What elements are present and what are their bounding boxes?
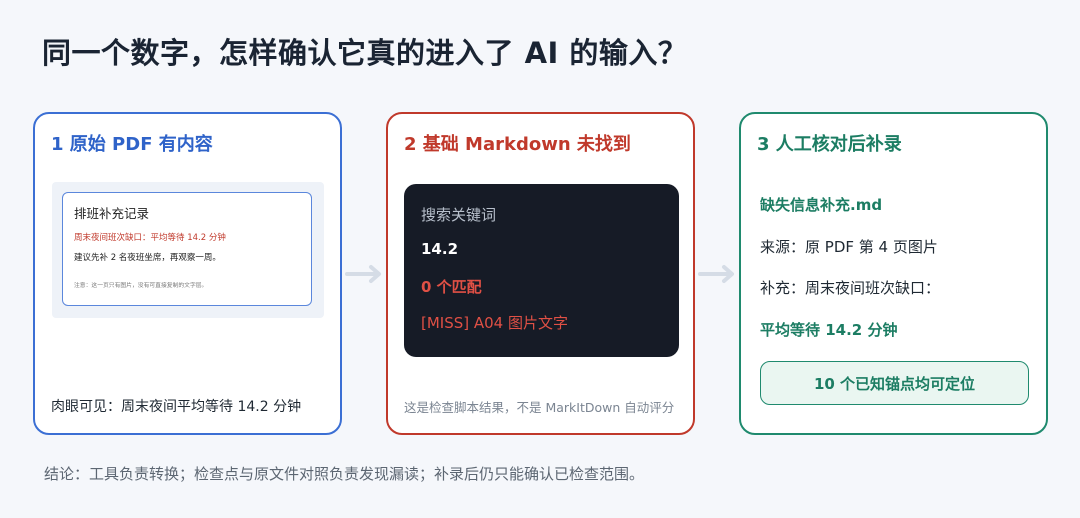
arrow-right-icon <box>698 265 734 283</box>
search-keyword-label: 搜索关键词 <box>421 206 497 224</box>
match-count: 0 个匹配 <box>421 278 482 296</box>
card-title: 3 人工核对后补录 <box>757 134 902 155</box>
card-manual-supplement: 3 人工核对后补录 缺失信息补充.md 来源：原 PDF 第 4 页图片 补充：… <box>739 112 1048 435</box>
pdf-alert-line: 周末夜间班次缺口：平均等待 14.2 分钟 <box>74 233 226 243</box>
card-note: 这是检查脚本结果，不是 MarkItDown 自动评分 <box>404 400 675 415</box>
arrow-right-icon <box>345 265 381 283</box>
card-original-pdf: 1 原始 PDF 有内容 排班补充记录 周末夜间班次缺口：平均等待 14.2 分… <box>33 112 342 435</box>
anchor-status-badge: 10 个已知锚点均可定位 <box>760 361 1029 405</box>
supplement-line: 补充：周末夜间班次缺口： <box>760 279 941 297</box>
pdf-page: 排班补充记录 周末夜间班次缺口：平均等待 14.2 分钟 建议先补 2 名夜班坐… <box>62 192 312 306</box>
supplement-value: 平均等待 14.2 分钟 <box>760 321 898 339</box>
page-title: 同一个数字，怎样确认它真的进入了 AI 的输入？ <box>42 36 688 70</box>
conclusion-text: 结论：工具负责转换；检查点与原文件对照负责发现漏读；补录后仍只能确认已检查范围。 <box>44 465 645 483</box>
terminal-panel: 搜索关键词 14.2 0 个匹配 [MISS] A04 图片文字 <box>404 184 679 357</box>
search-keyword-value: 14.2 <box>421 240 459 258</box>
miss-line: [MISS] A04 图片文字 <box>421 314 568 332</box>
pdf-note: 注意：这一页只有图片，没有可直接复制的文字层。 <box>74 283 208 289</box>
pdf-body-line: 建议先补 2 名夜班坐席，再观察一周。 <box>74 253 221 263</box>
pdf-thumbnail: 排班补充记录 周末夜间班次缺口：平均等待 14.2 分钟 建议先补 2 名夜班坐… <box>52 182 324 318</box>
card-title: 2 基础 Markdown 未找到 <box>404 134 631 155</box>
pdf-page-title: 排班补充记录 <box>74 206 150 221</box>
source-line: 来源：原 PDF 第 4 页图片 <box>760 238 938 256</box>
card-title: 1 原始 PDF 有内容 <box>51 134 213 155</box>
supplement-file-name: 缺失信息补充.md <box>760 196 883 214</box>
card-markdown-search: 2 基础 Markdown 未找到 搜索关键词 14.2 0 个匹配 [MISS… <box>386 112 695 435</box>
card-footer: 肉眼可见：周末夜间平均等待 14.2 分钟 <box>51 399 302 415</box>
